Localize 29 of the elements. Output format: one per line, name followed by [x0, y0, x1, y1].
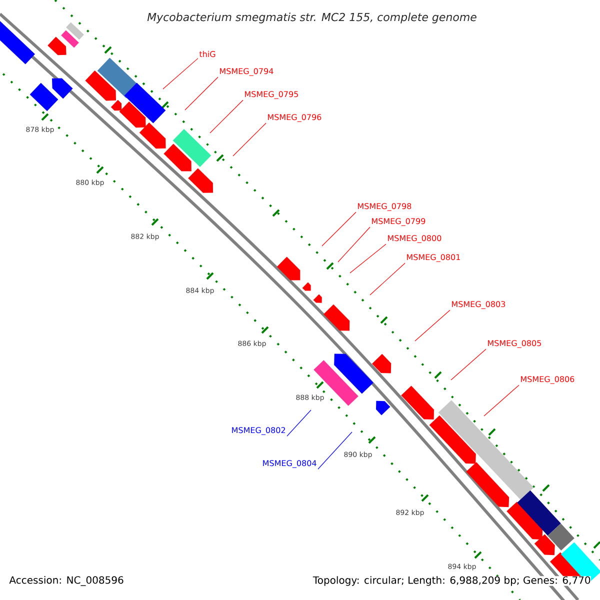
gene-label: MSMEG_0800: [388, 235, 442, 243]
gene-label: MSMEG_0794: [220, 68, 274, 76]
leader-line: [318, 432, 352, 470]
gene-label: thiG: [199, 50, 216, 58]
gene-label: MSMEG_0795: [244, 91, 298, 99]
leader-line: [232, 122, 266, 156]
gene-label: MSMEG_0802: [232, 427, 285, 435]
leader-line: [286, 410, 312, 436]
leader-line: [350, 244, 386, 274]
gene-label: MSMEG_0804: [263, 460, 316, 468]
gene-label: MSMEG_0799: [372, 218, 426, 226]
leader-line: [414, 310, 450, 342]
gene-label: MSMEG_0796: [268, 114, 322, 122]
leader-line: [210, 100, 244, 134]
leader-line: [370, 262, 406, 296]
gene-label: MSMEG_0801: [407, 254, 460, 262]
gene-label: MSMEG_0805: [488, 340, 541, 348]
accession-text: Accession: NC_008596: [9, 576, 124, 586]
leader-line: [162, 58, 198, 90]
gene-label: MSMEG_0798: [358, 203, 412, 211]
leader-line: [338, 226, 370, 262]
leader-line: [322, 212, 356, 246]
gene-label: MSMEG_0803: [452, 301, 506, 309]
genome-summary-text: Topology: circular; Length: 6,988,209 bp; Genes: 6,770: [312, 576, 591, 586]
leader-line: [484, 384, 520, 416]
leader-line: [450, 348, 486, 380]
title: Mycobacterium smegmatis str. MC2 155, complete genome: [147, 12, 476, 24]
gene-label: MSMEG_0806: [521, 376, 574, 384]
leader-line: [184, 76, 218, 110]
